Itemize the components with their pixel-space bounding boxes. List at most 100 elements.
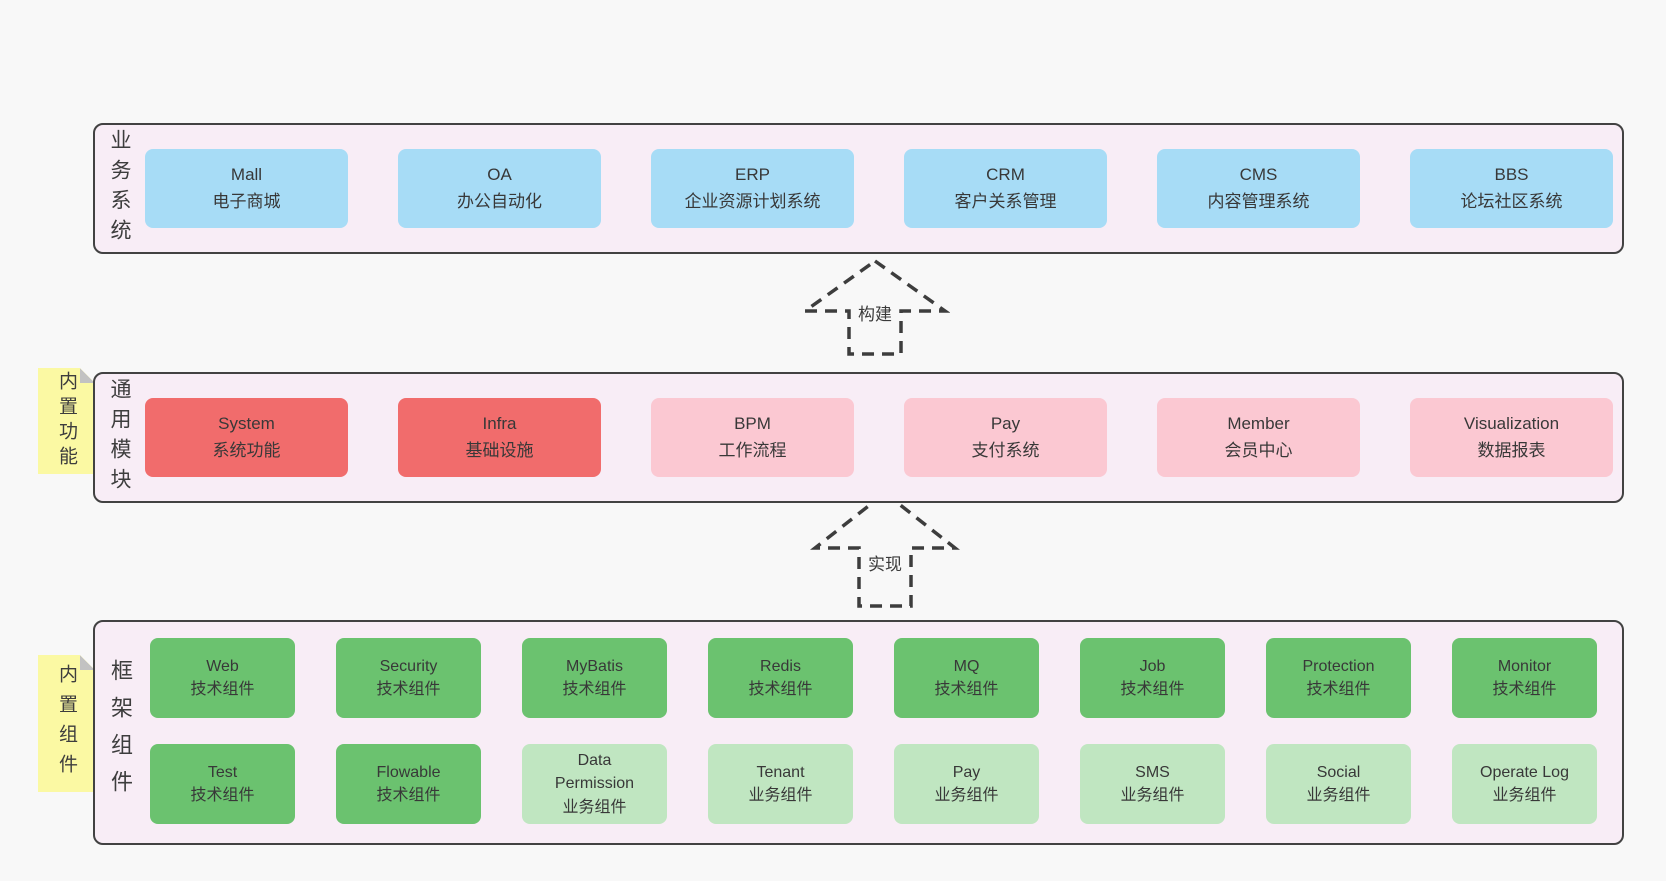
box-title: Test [207,763,238,781]
box-subtitle: 内容管理系统 [1207,191,1310,211]
box-crm: CRM 客户关系管理 [904,149,1107,228]
box-title: Tenant [756,763,805,781]
box-subtitle: 业务组件 [748,787,813,804]
box-subtitle: 技术组件 [1120,681,1185,698]
box-subtitle: 技术组件 [376,681,441,698]
box-title: CMS [1239,165,1278,185]
box-subtitle: 业务组件 [1492,787,1557,804]
band-common-modules-label: 通用模块 [108,377,131,498]
band-business-systems: 业务系统 Mall 电子商城 OA 办公自动化 ERP 企业资源计划系统 CRM… [93,123,1624,254]
box-social: Social 业务组件 [1266,744,1411,824]
implement-arrow: 实现 [810,488,960,610]
band-common-modules: 通用模块 System 系统功能 Infra 基础设施 BPM 工作流程 Pay… [93,372,1624,503]
box-title: Redis [760,657,801,675]
box-mq: MQ 技术组件 [894,638,1039,718]
framework-components-row-1: Web 技术组件 Security 技术组件 MyBatis 技术组件 Redi… [150,638,1597,718]
sticky-note-text: 内置功能 [56,371,77,471]
box-subtitle: 技术组件 [190,681,255,698]
box-bbs: BBS 论坛社区系统 [1410,149,1613,228]
box-data-permission: Data Permission 业务组件 [522,744,667,824]
box-title: Infra [482,414,517,434]
box-pay-component: Pay 业务组件 [894,744,1039,824]
build-arrow: 构建 [800,256,950,358]
box-pay-module: Pay 支付系统 [904,398,1107,477]
box-security: Security 技术组件 [336,638,481,718]
box-title: Security [379,657,438,675]
box-title: BBS [1494,165,1529,185]
box-erp: ERP 企业资源计划系统 [651,149,854,228]
box-member: Member 会员中心 [1157,398,1360,477]
box-redis: Redis 技术组件 [708,638,853,718]
box-title: Pay [952,763,981,781]
box-sms: SMS 业务组件 [1080,744,1225,824]
framework-components-row-2: Test 技术组件 Flowable 技术组件 Data Permission … [150,744,1597,824]
box-subtitle: 基础设施 [465,440,534,460]
box-title: MQ [953,657,980,675]
box-subtitle: 支付系统 [971,440,1040,460]
box-title: Web [206,657,239,675]
box-subtitle: 技术组件 [562,681,627,698]
arrow-up-dashed-icon [810,490,960,608]
box-tenant: Tenant 业务组件 [708,744,853,824]
box-title: Job [1139,657,1166,675]
box-subtitle: 技术组件 [748,681,813,698]
box-job: Job 技术组件 [1080,638,1225,718]
box-title: Social [1316,763,1361,781]
box-subtitle: 论坛社区系统 [1460,191,1563,211]
box-title: ERP [735,165,770,185]
box-title: Data Permission [554,752,635,793]
box-operate-log: Operate Log 业务组件 [1452,744,1597,824]
box-subtitle: 技术组件 [934,681,999,698]
box-protection: Protection 技术组件 [1266,638,1411,718]
box-subtitle: 技术组件 [1492,681,1557,698]
box-title: Member [1227,414,1290,434]
box-subtitle: 系统功能 [212,440,281,460]
band-business-systems-label: 业务系统 [108,128,131,249]
box-subtitle: 业务组件 [562,798,627,816]
box-title: SMS [1135,763,1170,781]
business-systems-row: Mall 电子商城 OA 办公自动化 ERP 企业资源计划系统 CRM 客户关系… [145,149,1613,228]
arrow-up-dashed-icon [800,258,950,356]
box-title: Visualization [1463,414,1560,434]
box-web: Web 技术组件 [150,638,295,718]
sticky-note-builtin-features: 内置功能 [38,368,95,474]
box-title: Flowable [376,763,441,781]
box-test: Test 技术组件 [150,744,295,824]
box-infra: Infra 基础设施 [398,398,601,477]
box-subtitle: 业务组件 [1120,787,1185,804]
box-visualization: Visualization 数据报表 [1410,398,1613,477]
band-framework-components-label: 框架组件 [108,658,133,807]
box-title: MyBatis [566,657,623,675]
box-title: Mall [230,165,263,185]
box-subtitle: 办公自动化 [457,191,542,211]
box-subtitle: 会员中心 [1224,440,1293,460]
box-title: Monitor [1497,657,1552,675]
box-title: Operate Log [1480,763,1569,781]
box-flowable: Flowable 技术组件 [336,744,481,824]
box-title: Pay [990,414,1021,434]
box-subtitle: 电子商城 [212,191,281,211]
box-subtitle: 技术组件 [190,787,255,804]
band-framework-components: 框架组件 Web 技术组件 Security 技术组件 MyBatis 技术组件… [93,620,1624,845]
implement-arrow-label: 实现 [864,550,906,575]
box-subtitle: 数据报表 [1477,440,1546,460]
box-subtitle: 业务组件 [1306,787,1371,804]
sticky-note-builtin-components: 内置组件 [38,655,95,792]
box-system: System 系统功能 [145,398,348,477]
box-subtitle: 工作流程 [718,440,787,460]
box-subtitle: 技术组件 [1306,681,1371,698]
box-title: CRM [986,165,1025,185]
box-subtitle: 企业资源计划系统 [684,191,821,211]
box-title: BPM [734,414,771,434]
box-bpm: BPM 工作流程 [651,398,854,477]
box-subtitle: 业务组件 [934,787,999,804]
box-title: Protection [1302,657,1375,675]
sticky-note-text: 内置组件 [56,663,77,784]
box-mybatis: MyBatis 技术组件 [522,638,667,718]
box-title: OA [487,165,512,185]
build-arrow-label: 构建 [854,300,896,325]
box-cms: CMS 内容管理系统 [1157,149,1360,228]
box-monitor: Monitor 技术组件 [1452,638,1597,718]
box-oa: OA 办公自动化 [398,149,601,228]
